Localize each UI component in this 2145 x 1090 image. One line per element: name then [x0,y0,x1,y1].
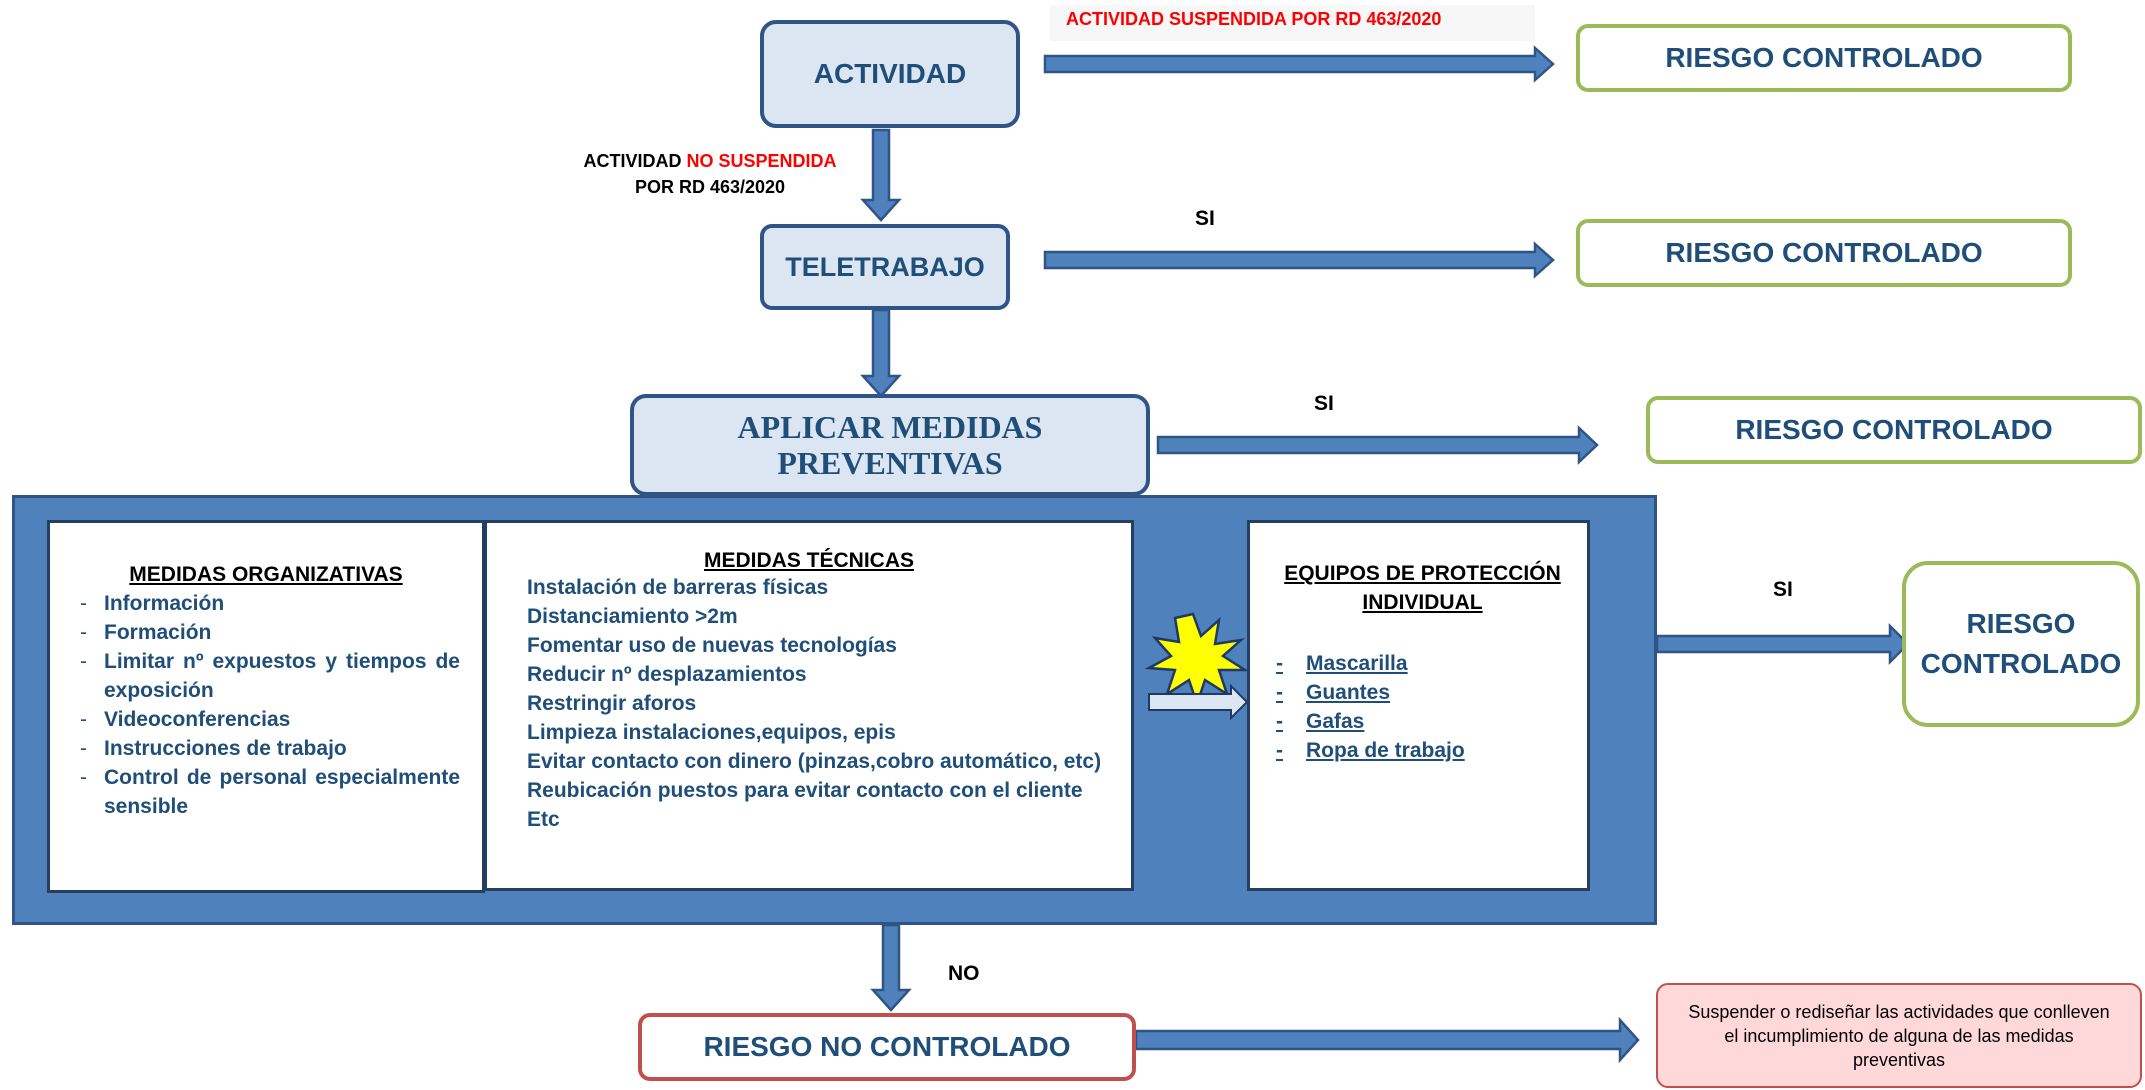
node-riesgo-controlado-4-line1: RIESGO [1966,608,2076,639]
node-aplicar-line1: APLICAR MEDIDAS [737,409,1043,445]
epi-heading: EQUIPOS DE PROTECCIÓN INDIVIDUAL [1276,559,1569,617]
arrow-panel-down [870,923,912,1012]
node-teletrabajo: TELETRABAJO [760,224,1010,310]
organizativas-heading: MEDIDAS ORGANIZATIVAS [129,563,403,586]
node-suspender: Suspender o rediseñar las actividades qu… [1656,983,2142,1088]
list-item: Limpieza instalaciones,equipos, epis [527,721,896,744]
arrow-actividad-down [860,128,902,222]
list-item: -Limitar nº expuestos y tiempos de expos… [80,650,460,702]
arrow-actividad-right [1043,45,1555,83]
node-aplicar-medidas: APLICAR MEDIDAS PREVENTIVAS [630,394,1150,496]
list-item: Reducir nº desplazamientos [527,663,807,686]
caption-no-suspendida-red: NO SUSPENDIDA [686,151,837,171]
organizativas-list: -Información -Formación -Limitar nº expu… [72,589,460,821]
list-item: Restringir aforos [527,692,697,715]
list-item: -Ropa de trabajo [1276,739,1465,762]
list-item: -Formación [80,621,212,644]
node-riesgo-controlado-4: RIESGO CONTROLADO [1902,561,2140,727]
node-riesgo-controlado-3: RIESGO CONTROLADO [1646,396,2142,464]
box-medidas-organizativas: MEDIDAS ORGANIZATIVAS -Información -Form… [47,520,485,893]
list-item: -Mascarilla [1276,652,1408,675]
list-item: Fomentar uso de nuevas tecnologías [527,634,897,657]
caption-no-suspendida-prefix: ACTIVIDAD [583,151,682,171]
list-item: -Videoconferencias [80,708,291,731]
list-item: Reubicación puestos para evitar contacto… [527,779,1083,802]
label-no: NO [948,962,980,985]
node-riesgo-controlado-2-label: RIESGO CONTROLADO [1665,237,1983,268]
list-item: -Guantes [1276,681,1391,704]
box-medidas-tecnicas: MEDIDAS TÉCNICAS Instalación de barreras… [484,520,1134,891]
list-item: Instalación de barreras físicas [527,576,829,599]
node-riesgo-no-controlado: RIESGO NO CONTROLADO [638,1013,1136,1081]
node-teletrabajo-label: TELETRABAJO [785,251,985,282]
node-riesgo-controlado-1: RIESGO CONTROLADO [1576,24,2072,92]
list-item: -Instrucciones de trabajo [80,737,347,760]
node-riesgo-controlado-1-label: RIESGO CONTROLADO [1665,42,1983,73]
node-actividad: ACTIVIDAD [760,20,1020,128]
list-item: Distanciamiento >2m [527,605,738,628]
label-si-aplicar: SI [1314,392,1334,415]
list-item: Etc [527,808,560,831]
list-item: -Gafas [1276,710,1365,733]
epi-heading-line1: EQUIPOS DE PROTECCIÓN [1284,562,1561,585]
arrow-panel-right [1655,622,1910,666]
caption-no-suspendida: ACTIVIDAD NO SUSPENDIDA POR RD 463/2020 [560,148,860,200]
tecnicas-list: Instalación de barreras físicas Distanci… [527,573,1111,834]
epi-list: -Mascarilla -Guantes -Gafas -Ropa de tra… [1276,649,1569,765]
node-aplicar-line2: PREVENTIVAS [777,445,1003,481]
list-item: Evitar contacto con dinero (pinzas,cobro… [527,750,1102,773]
node-riesgo-controlado-3-label: RIESGO CONTROLADO [1735,414,2053,445]
caption-no-suspendida-line2: POR RD 463/2020 [634,177,786,197]
epi-heading-line2: INDIVIDUAL [1362,591,1483,614]
node-riesgo-controlado-2: RIESGO CONTROLADO [1576,219,2072,287]
label-si-panel: SI [1773,578,1793,601]
node-riesgo-controlado-4-line2: CONTROLADO [1920,648,2122,679]
label-si-teletrabajo: SI [1195,207,1215,230]
arrow-teletrabajo-down [860,308,902,398]
arrow-teletrabajo-right [1043,241,1555,279]
arrow-no-controlado-right [1134,1016,1640,1064]
tecnicas-heading: MEDIDAS TÉCNICAS [703,549,914,572]
suspended-note-text: ACTIVIDAD SUSPENDIDA POR RD 463/2020 [1066,9,1442,29]
arrow-aplicar-right [1156,425,1599,465]
node-suspender-text: Suspender o rediseñar las actividades qu… [1688,1001,2110,1070]
box-epi: EQUIPOS DE PROTECCIÓN INDIVIDUAL -Mascar… [1247,520,1590,891]
node-actividad-label: ACTIVIDAD [813,58,967,89]
list-item: -Información [80,592,225,615]
node-riesgo-no-controlado-label: RIESGO NO CONTROLADO [703,1031,1071,1062]
suspended-note: ACTIVIDAD SUSPENDIDA POR RD 463/2020 [1050,5,1535,41]
starburst-icon [1145,612,1250,721]
list-item: -Control de personal especialmente sensi… [80,766,460,818]
